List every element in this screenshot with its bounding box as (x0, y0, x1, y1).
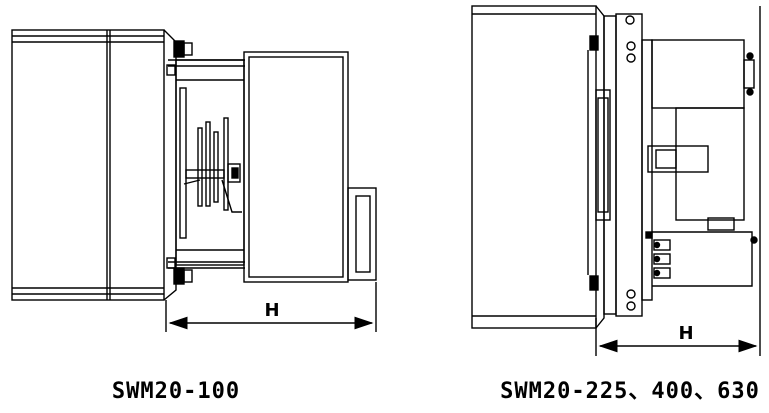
right-figure-swm20-225-400-630 (471, 5, 761, 356)
right-terminal-bracket (645, 231, 758, 287)
right-enclosure-body (471, 5, 611, 329)
right-dimension-label: H (678, 323, 693, 344)
right-gasket-clips (589, 35, 599, 291)
left-figure-swm20-100 (11, 29, 377, 332)
left-rear-terminal (347, 187, 377, 281)
right-caption: SWM20-225、400、630 (500, 379, 760, 404)
left-dimension-label: H (264, 300, 279, 321)
left-switch-body (243, 51, 349, 283)
left-dimension-h (165, 282, 377, 332)
left-switch-mechanism (183, 117, 242, 213)
right-mounting-bar (603, 13, 653, 317)
left-enclosure-body (11, 29, 177, 301)
right-switch-box (647, 39, 755, 231)
left-caption: SWM20-100 (112, 379, 240, 404)
left-mounting-frame (168, 59, 245, 269)
right-dimension-h (595, 6, 761, 356)
